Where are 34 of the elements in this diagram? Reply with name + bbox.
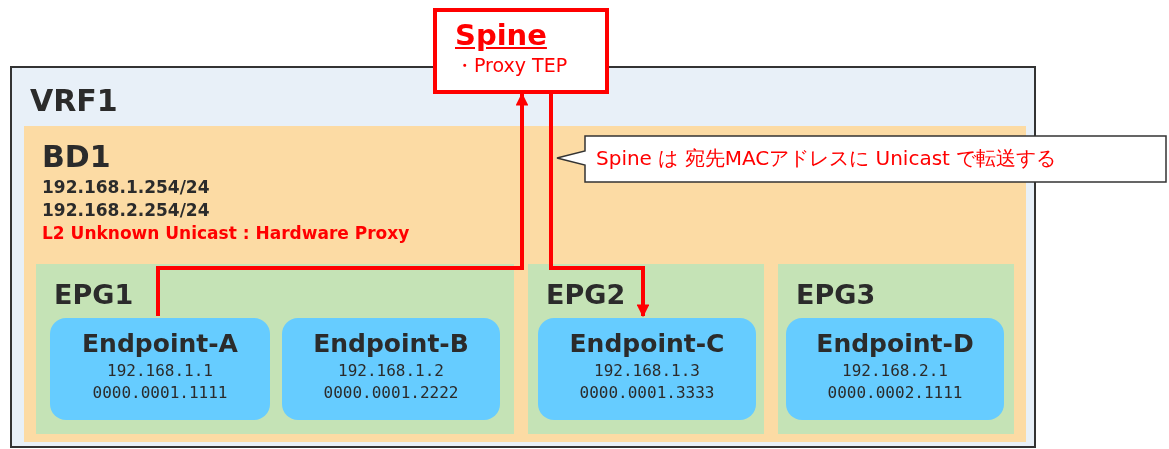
endpoint-box xyxy=(50,318,270,420)
ip-address: 192.168.1.3 xyxy=(594,360,700,382)
epg-panel xyxy=(36,264,514,434)
mac-address: 0000.0002.1111 xyxy=(827,382,963,404)
arrow xyxy=(549,94,650,318)
group-title: VRF1 xyxy=(30,82,118,120)
callout-text: Spine は 宛先MACアドレスに Unicast で転送する xyxy=(596,145,1057,172)
endpoint-box xyxy=(538,318,756,420)
ip-address: 192.168.1.1 xyxy=(107,360,213,382)
epg-panel xyxy=(528,264,764,434)
endpoint-name: Endpoint-D xyxy=(816,328,974,360)
node-bullet: ・Proxy TEP xyxy=(455,53,568,78)
endpoint-box xyxy=(786,318,1004,420)
endpoint-name: Endpoint-A xyxy=(82,328,238,360)
spine-box xyxy=(433,8,609,94)
ip-address: 192.168.1.2 xyxy=(338,360,444,382)
callout-bubble xyxy=(556,135,1167,183)
epg-panel xyxy=(778,264,1014,434)
mac-address: 0000.0001.3333 xyxy=(579,382,715,404)
subnet-address: 192.168.1.254/24 xyxy=(42,176,210,199)
group-title: EPG3 xyxy=(796,278,876,312)
endpoint-name: Endpoint-C xyxy=(569,328,725,360)
group-title: EPG1 xyxy=(54,278,134,312)
endpoint-box xyxy=(282,318,500,420)
mac-address: 0000.0001.1111 xyxy=(92,382,228,404)
mac-address: 0000.0001.2222 xyxy=(323,382,459,404)
endpoint-name: Endpoint-B xyxy=(313,328,469,360)
node-title: Spine xyxy=(455,18,547,52)
group-title: BD1 xyxy=(42,138,111,176)
arrow xyxy=(156,92,529,316)
group-title: EPG2 xyxy=(546,278,626,312)
setting-note: L2 Unknown Unicast : Hardware Proxy xyxy=(42,222,410,245)
subnet-address: 192.168.2.254/24 xyxy=(42,199,210,222)
ip-address: 192.168.2.1 xyxy=(842,360,948,382)
